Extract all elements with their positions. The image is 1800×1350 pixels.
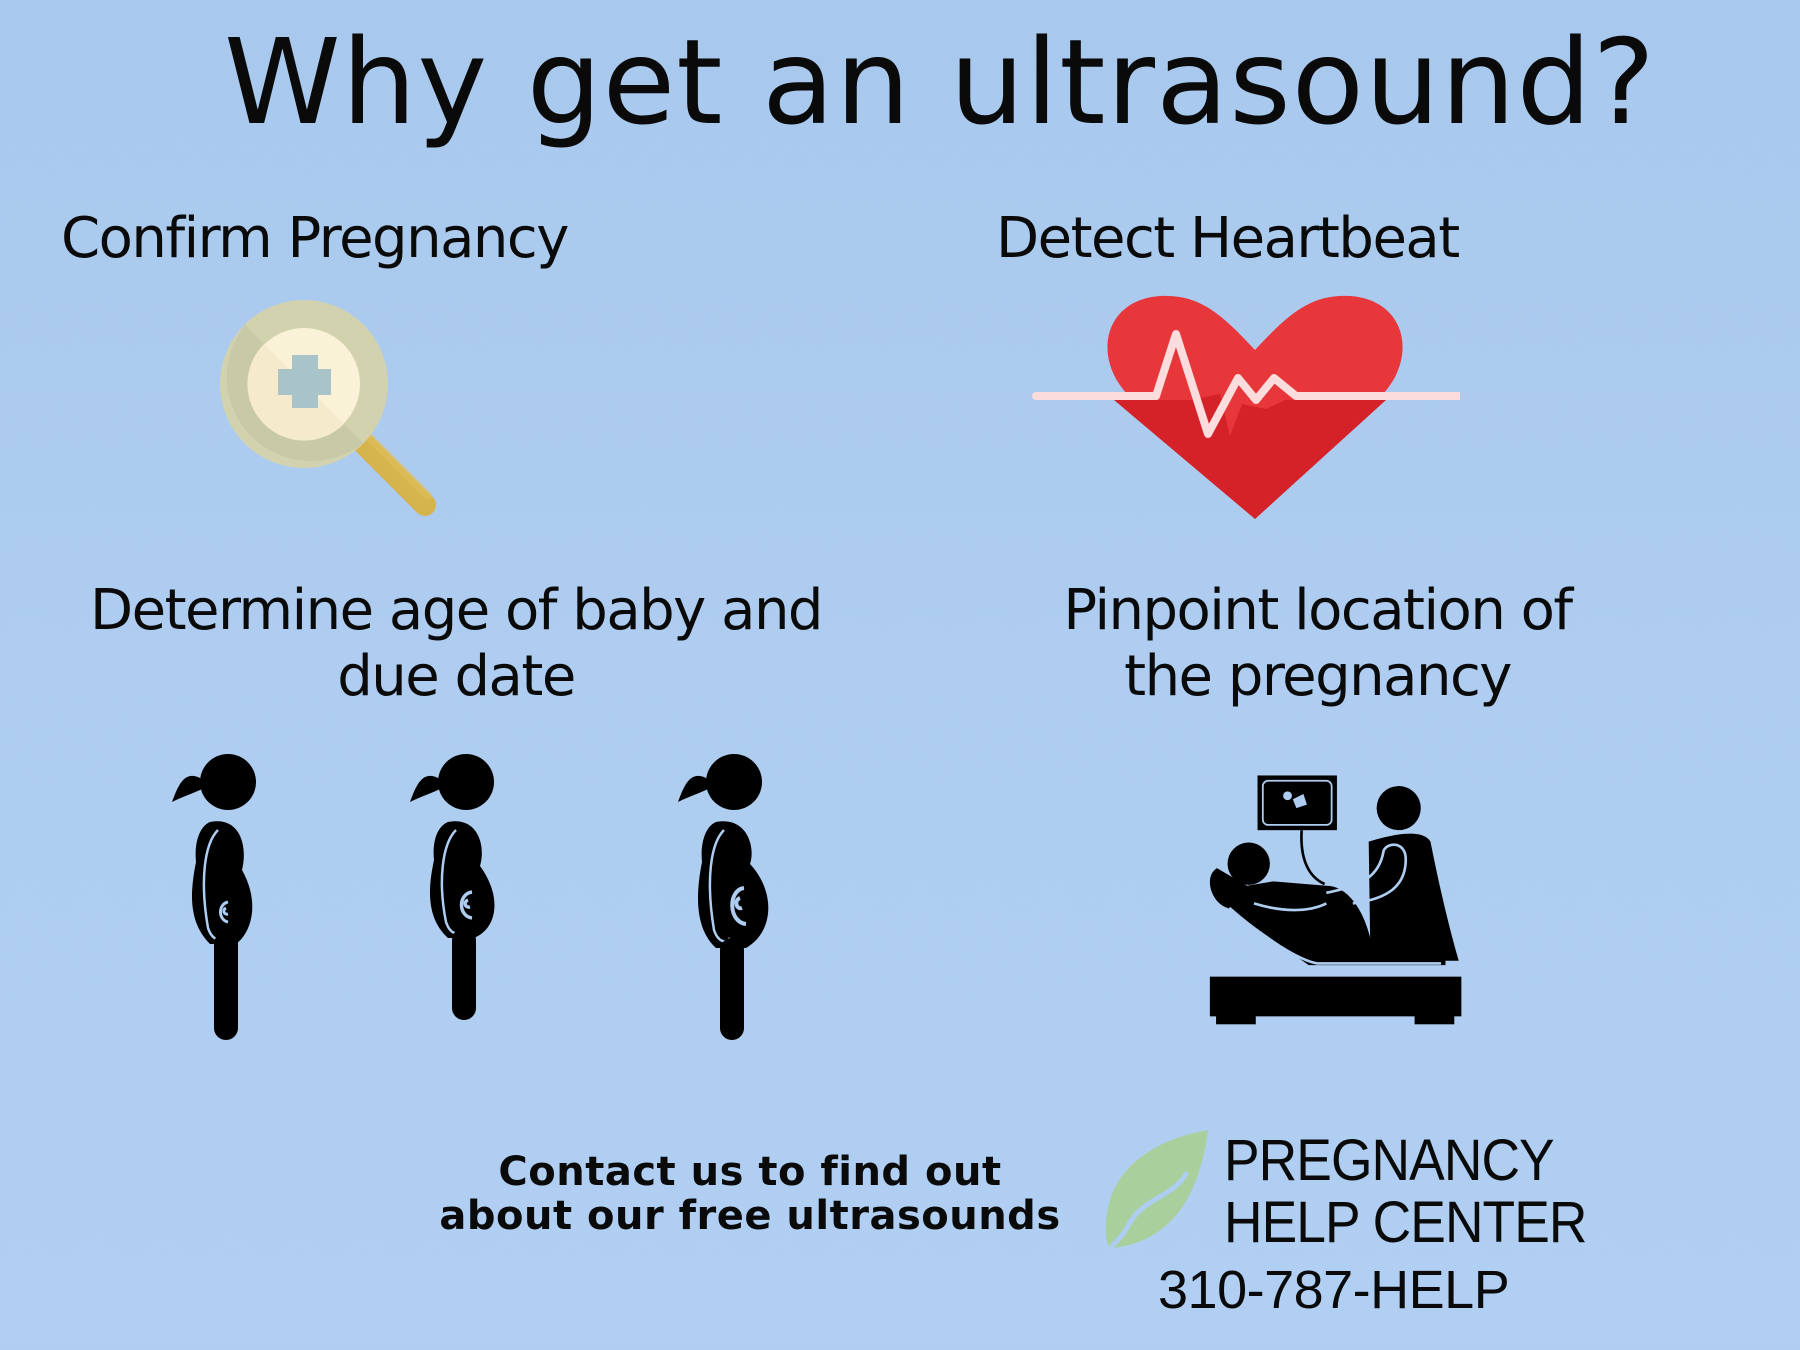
contact-line-2: about our free ultrasounds [439, 1193, 1061, 1239]
heading-confirm-pregnancy: Confirm Pregnancy [61, 206, 569, 271]
heart-pulse-icon [1030, 292, 1460, 524]
pregnant-woman-stage-2-icon [408, 752, 508, 1022]
phone-number[interactable]: 310-787-HELP [1158, 1260, 1510, 1320]
page-title: Why get an ultrasound? [223, 13, 1657, 151]
heading-pinpoint-location: Pinpoint location of the pregnancy [1063, 578, 1573, 709]
ultrasound-exam-icon [1194, 754, 1494, 1044]
heading-determine-age: Determine age of baby and due date [90, 578, 823, 709]
brand-line-2: HELP CENTER [1224, 1190, 1587, 1255]
heading-detect-heartbeat: Detect Heartbeat [996, 206, 1460, 271]
leaf-logo-icon [1102, 1128, 1212, 1250]
brand-line-1: PREGNANCY [1224, 1128, 1555, 1193]
magnifier-medical-cross-icon [220, 300, 440, 520]
contact-line-1: Contact us to find out [498, 1149, 1002, 1195]
contact-message: Contact us to find out about our free ul… [400, 1150, 1100, 1238]
brand-name: PREGNANCY HELP CENTER [1224, 1130, 1587, 1254]
pregnant-woman-stage-3-icon [676, 752, 776, 1042]
pregnant-woman-stage-1-icon [170, 752, 270, 1042]
